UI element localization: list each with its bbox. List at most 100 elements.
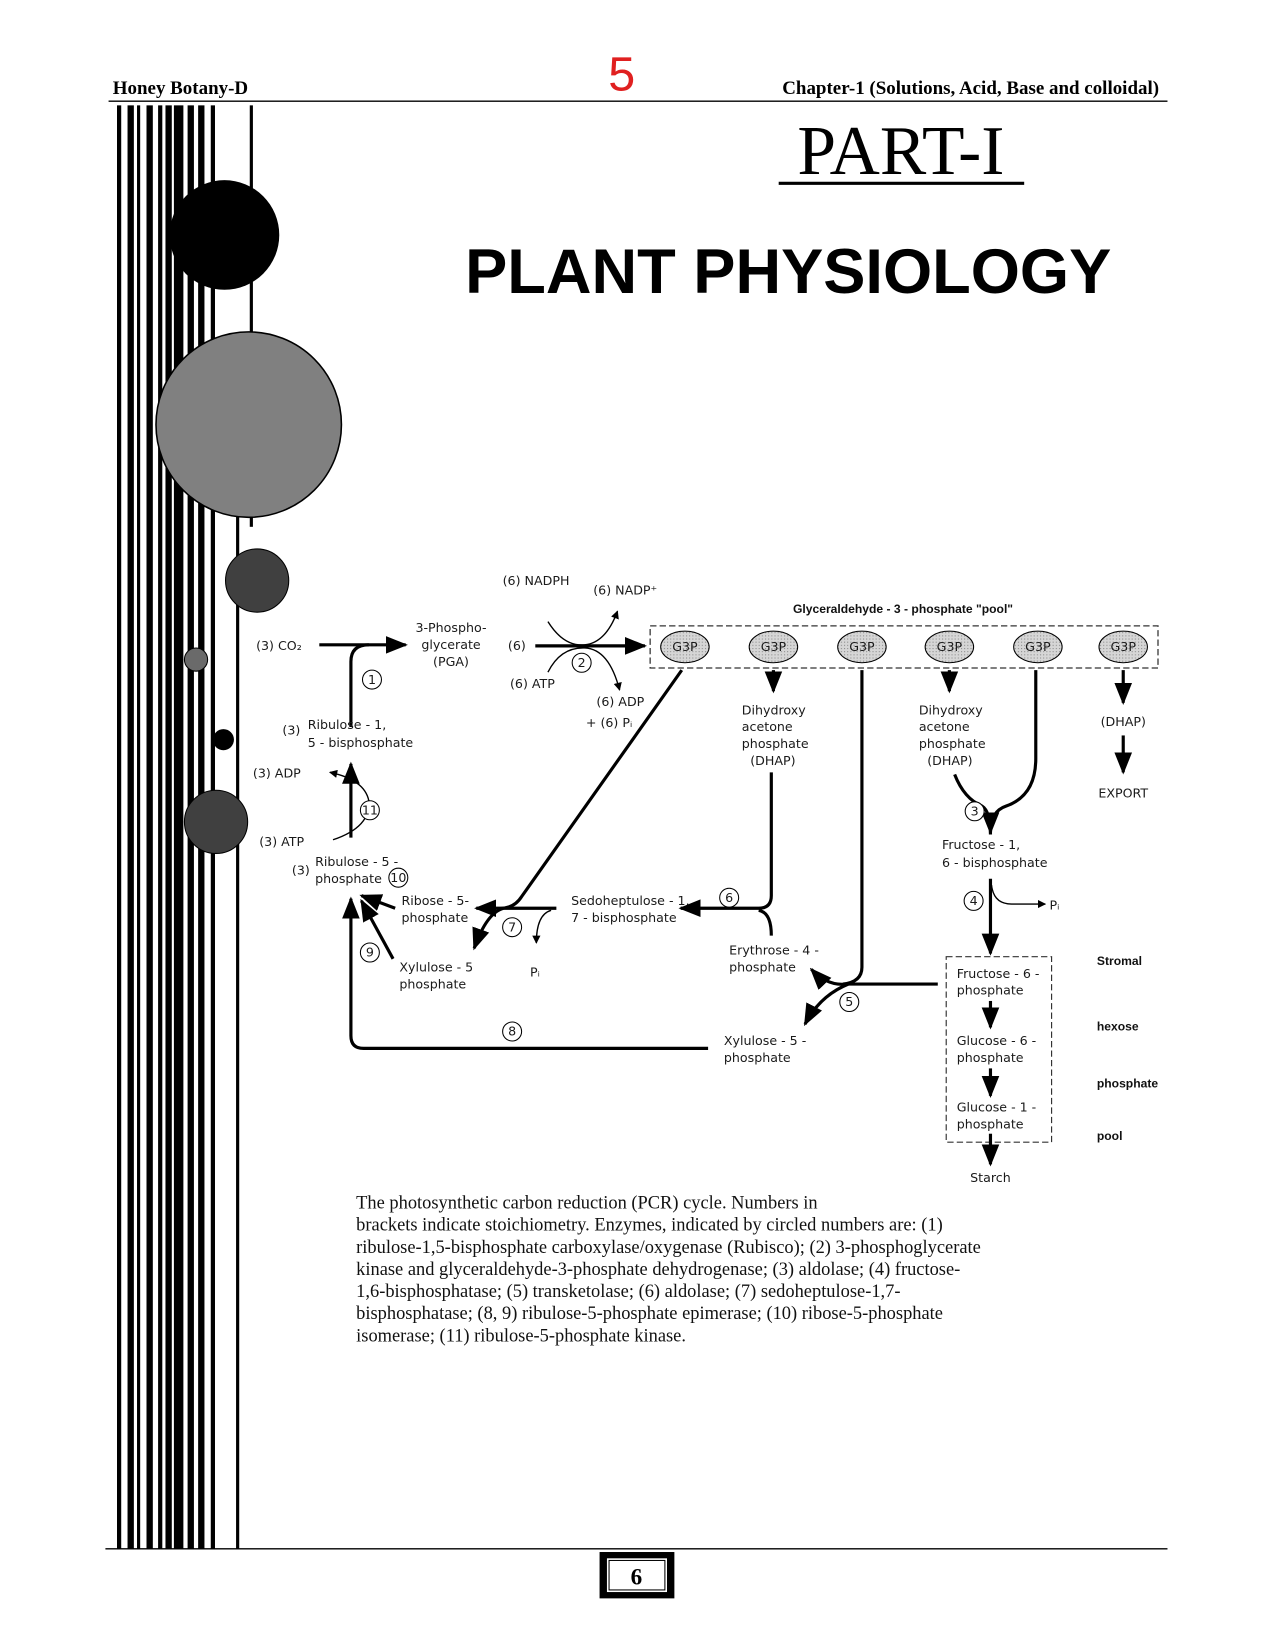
enzyme-2-marker: [571, 652, 592, 673]
ru5p-label-1: Ribulose - 5 -: [315, 854, 398, 869]
sbp-to-xu5p-arrow: [472, 906, 557, 951]
dhap-c-label: (DHAP): [1101, 714, 1146, 729]
enzyme-9-marker: [359, 942, 380, 963]
atp-curve: [547, 647, 622, 691]
caption-line: kinase and glyceraldehyde-3-phosphate de…: [356, 1259, 960, 1280]
g3p-to-r5p-line: [474, 669, 684, 918]
circle-black-large: [169, 180, 280, 290]
dhap-a-label-1: Dihydroxy: [742, 702, 806, 717]
g3p-node: [748, 630, 799, 664]
enzyme-7-label: 7: [508, 919, 516, 934]
enzyme-6-label: 6: [725, 890, 733, 905]
pcr-cycle-diagram: Glyceraldehyde - 3 - phosphate "pool" G3…: [253, 573, 1159, 1185]
f6p-label-2: phosphate: [957, 983, 1024, 998]
g3p-pool-box: [649, 625, 1159, 669]
g3p-node: [924, 630, 975, 664]
sbp-label-2: 7 - bisphosphate: [571, 910, 677, 925]
dhap-b-label-2: acetone: [919, 719, 970, 734]
g3p-node: [837, 630, 887, 664]
hexose-pool-label-3: phosphate: [1097, 1076, 1158, 1090]
enzyme-11-marker: [359, 800, 380, 821]
enzyme-4-label: 4: [970, 893, 978, 908]
header-number: 5: [608, 48, 635, 102]
enzyme-1-label: 1: [368, 672, 376, 687]
enzyme-5-label: 5: [845, 994, 853, 1009]
g1p-label-1: Glucose - 1 -: [957, 1100, 1037, 1115]
pi-b-label: Pᵢ: [1049, 897, 1059, 912]
enzyme-8-marker: [502, 1021, 523, 1042]
r5p-label-1: Ribose - 5-: [401, 893, 469, 908]
circle-dark-lower: [183, 789, 249, 854]
g3p-row: G3P G3P G3P G3P G3P G3P: [660, 630, 1148, 664]
header-right: Chapter-1 (Solutions, Acid, Base and col…: [782, 78, 1159, 99]
enzyme-9-label: 9: [366, 945, 374, 960]
hexose-pool-box: [945, 956, 1053, 1143]
xu5p-return-line: [342, 896, 709, 1050]
g3p-label: G3P: [761, 639, 787, 654]
e4p-label-1: Erythrose - 4 -: [729, 943, 819, 958]
hexose-pool-label-1: Stromal: [1097, 954, 1142, 968]
decorative-circles: [155, 180, 343, 854]
transketolase-to-xu5p-arrow: [803, 982, 849, 1027]
enzyme-1-marker: [361, 669, 382, 690]
enzyme-4-marker: [963, 890, 984, 911]
dhap-b-label-1: Dihydroxy: [919, 702, 983, 717]
r5p-to-ru5p-arrow: [359, 894, 396, 911]
page-header: Honey Botany-D 5 Chapter-1 (Solutions, A…: [108, 48, 1168, 102]
g3p-label: G3P: [672, 639, 698, 654]
enzyme-10-label: 10: [390, 870, 406, 885]
e4p-to-sbp-line: [758, 908, 773, 936]
dhap-b-label-4: (DHAP): [927, 753, 972, 768]
page-number-box: 6: [599, 1552, 675, 1599]
figure-caption: The photosynthetic carbon reduction (PCR…: [356, 1193, 981, 1347]
dhap-a-label-2: acetone: [742, 719, 793, 734]
rubp-to-pga-line: [349, 643, 369, 728]
caption-line: brackets indicate stoichiometry. Enzymes…: [356, 1215, 943, 1236]
xu5p-a-label-2: phosphate: [399, 976, 466, 991]
enzyme-11-label: 11: [362, 802, 378, 817]
g3p-label: G3P: [937, 639, 963, 654]
dhap-a-label-4: (DHAP): [750, 753, 795, 768]
dhap-to-sbp-arrow: [678, 772, 773, 918]
adp3-label: (3) ADP: [253, 766, 301, 781]
xu5p-to-ru5p-arrow: [360, 898, 395, 960]
g3p-label: G3P: [849, 639, 875, 654]
fbp-label-2: 6 - bisphosphate: [942, 855, 1048, 870]
subject-title: PLANT PHYSIOLOGY: [465, 237, 1111, 307]
g3p-label: G3P: [1025, 639, 1051, 654]
nadp-label: (6) NADP⁺: [593, 582, 657, 597]
enzyme-5-marker: [839, 992, 860, 1013]
co2-label: (3) CO₂: [256, 638, 302, 653]
dhap-b-label-3: phosphate: [919, 736, 986, 751]
xu5p-b-label-1: Xylulose - 5 -: [724, 1033, 806, 1048]
title-block: PART-I PLANT PHYSIOLOGY: [465, 113, 1111, 307]
pga-label-3: (PGA): [433, 654, 469, 669]
rubp-label-2: 5 - bisphosphate: [308, 735, 414, 750]
xu5p-a-label-1: Xylulose - 5: [399, 959, 473, 974]
export-label: EXPORT: [1098, 786, 1148, 801]
atp3-label: (3) ATP: [259, 834, 304, 849]
caption-line: 1,6-bisphosphatase; (5) transketolase; (…: [356, 1281, 900, 1302]
g3p-to-fbp-arrow: [981, 670, 1038, 835]
g3p-to-transketolase-line: [842, 670, 864, 986]
header-left: Honey Botany-D: [113, 78, 248, 99]
caption-line: ribulose-1,5-bisphosphate carboxylase/ox…: [356, 1237, 981, 1258]
hexose-pool-label-2: hexose: [1097, 1019, 1139, 1033]
g6p-label-2: phosphate: [957, 1050, 1024, 1065]
adp6-label: (6) ADP: [596, 694, 644, 709]
pool-title: Glyceraldehyde - 3 - phosphate "pool": [793, 602, 1013, 616]
ru5p-stoich: (3): [292, 863, 310, 878]
dhap-a-label-3: phosphate: [742, 736, 809, 751]
fbp-label-1: Fructose - 1,: [942, 837, 1020, 852]
nadph-curve: [547, 610, 619, 646]
sbp-pi-arrow: [532, 909, 552, 944]
hexose-pool-label-4: pool: [1097, 1129, 1123, 1143]
f6p-to-e4p-arrow: [809, 967, 938, 990]
ru5p-label-2: phosphate: [315, 871, 382, 886]
g6p-label-1: Glucose - 6 -: [957, 1033, 1037, 1048]
enzyme-8-label: 8: [508, 1024, 516, 1039]
atp6-label: (6) ATP: [510, 676, 555, 691]
circle-gray-large: [155, 331, 343, 519]
starch-label: Starch: [970, 1170, 1011, 1185]
